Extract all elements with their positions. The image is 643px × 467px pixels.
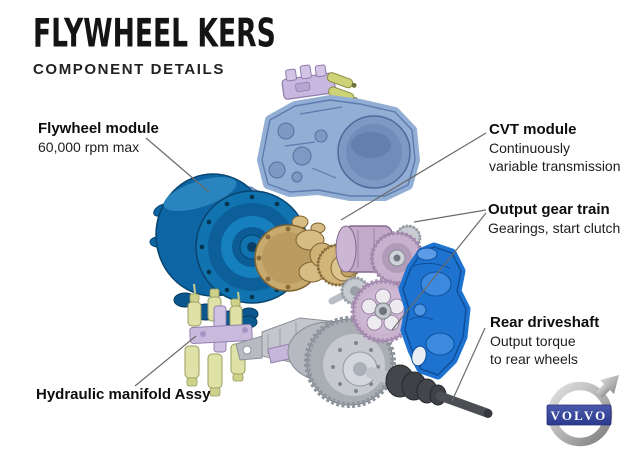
rear-drive-assembly-illustration (235, 316, 396, 408)
volvo-wordmark: VOLVO (551, 408, 608, 423)
callout-cvt-desc-2: variable transmission (489, 158, 621, 174)
output-gear-train-illustration (328, 224, 424, 306)
end-cover-illustration (398, 242, 471, 380)
leader-hydraulic (134, 335, 197, 387)
callout-output-title: Output gear train (488, 201, 610, 218)
callout-output-desc: Gearings, start clutch (488, 220, 621, 236)
page-title: FLYWHEEL KERS (33, 10, 276, 56)
callout-flywheel-desc: 60,000 rpm max (38, 139, 140, 155)
callout-flywheel-title: Flywheel module (38, 120, 159, 137)
callout-cvt-desc-1: Continuously (489, 140, 570, 156)
callout-flywheel-module: Flywheel module 60,000 rpm max (38, 120, 159, 156)
volvo-arrow-head (600, 375, 619, 394)
leader-lines (134, 132, 487, 402)
leader-output-upper (413, 209, 487, 223)
spoked-gear-illustration (350, 278, 416, 344)
volvo-banner (546, 404, 612, 426)
leader-cvt (340, 132, 487, 221)
leader-flywheel (145, 137, 210, 193)
callout-cvt-title: CVT module (489, 121, 577, 138)
page-subtitle: COMPONENT DETAILS (33, 61, 225, 78)
callout-output-gear-train: Output gear train Gearings, start clutch (488, 201, 620, 237)
volvo-logo: VOLVO (546, 375, 619, 447)
callout-cvt-module: CVT module Continuously variable transmi… (489, 121, 621, 175)
callout-driveshaft-title: Rear driveshaft (490, 314, 600, 331)
callout-driveshaft-desc-1: Output torque (490, 333, 576, 349)
hydraulic-manifold-illustration (184, 283, 253, 397)
leader-output-lower (391, 212, 487, 331)
callout-hydraulic-title: Hydraulic manifold Assy (36, 386, 211, 403)
leader-driveshaft (451, 327, 486, 402)
callout-rear-driveshaft: Rear driveshaft Output torque to rear wh… (490, 314, 599, 368)
callout-driveshaft-desc-2: to rear wheels (490, 351, 578, 367)
driveshaft-illustration (366, 364, 493, 418)
callout-hydraulic-manifold: Hydraulic manifold Assy (36, 386, 211, 404)
cvt-housing-illustration (241, 95, 420, 201)
header: FLYWHEEL KERS COMPONENT DETAILS (33, 14, 380, 78)
